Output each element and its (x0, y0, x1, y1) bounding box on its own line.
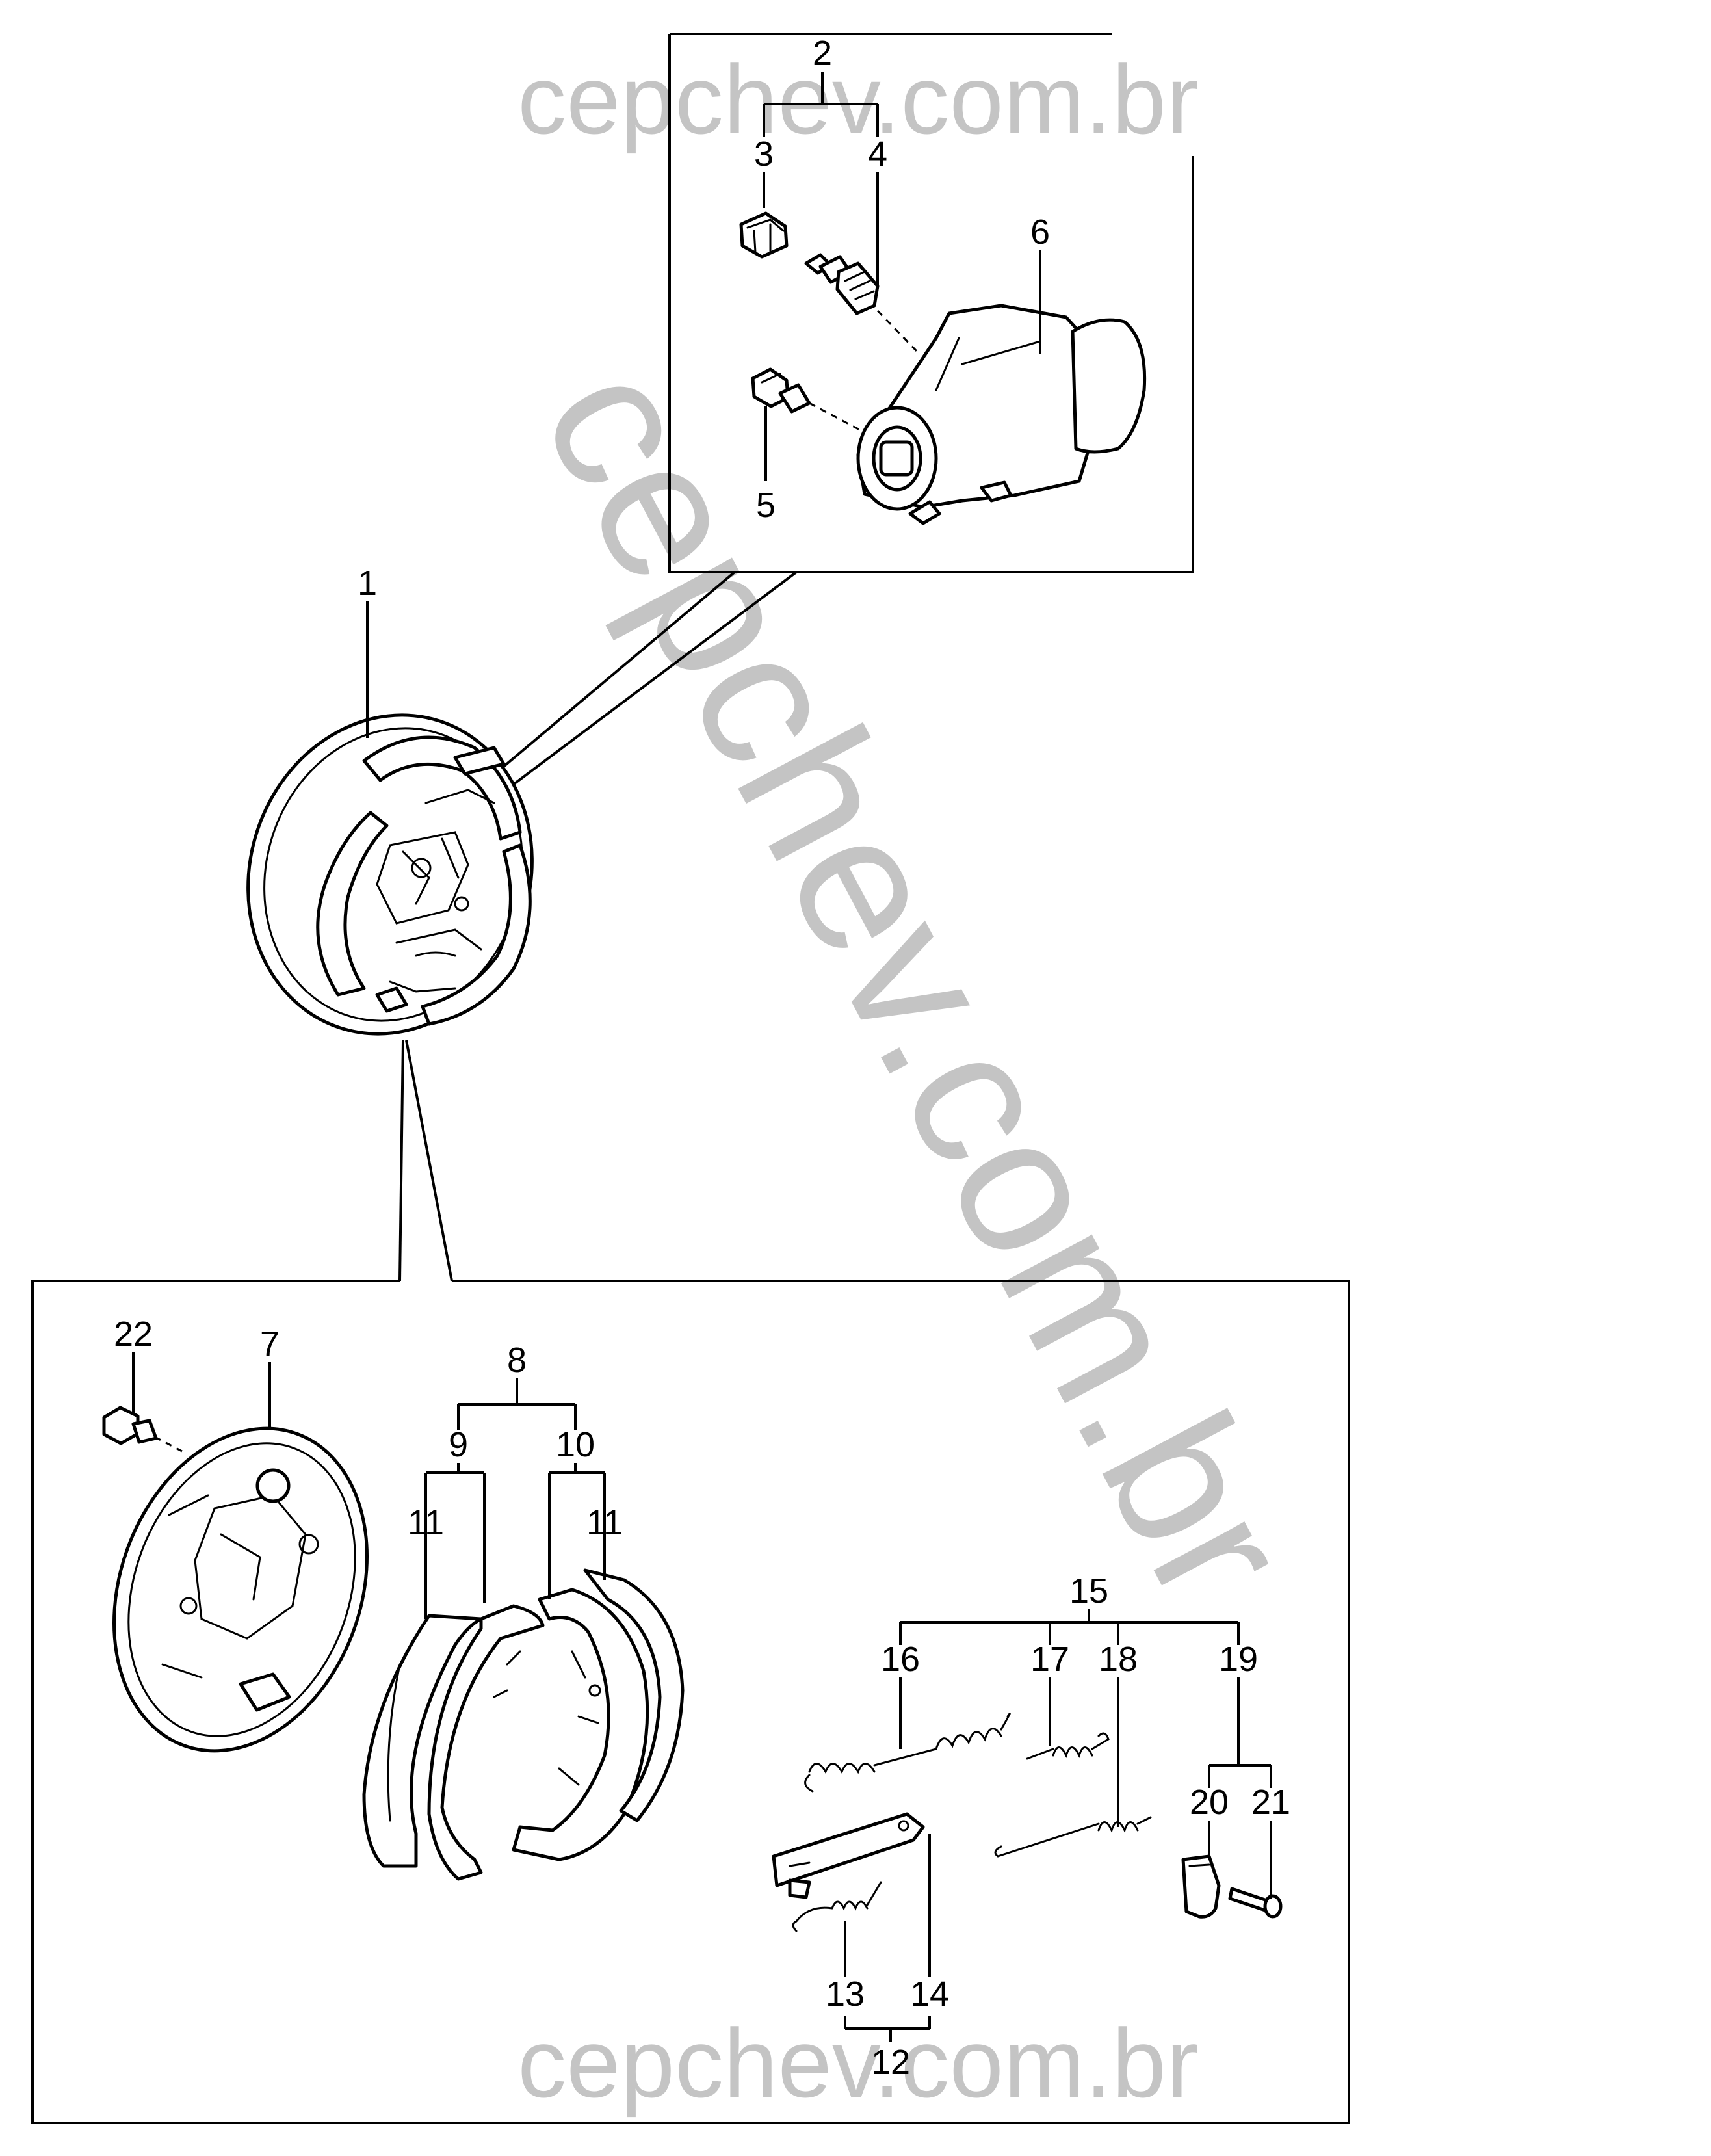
brake-assembly (246, 713, 534, 1036)
callout-leaders (132, 72, 1272, 2042)
callout-22: 22 (114, 1315, 153, 1354)
callout-17: 17 (1030, 1640, 1069, 1679)
callout-3: 3 (754, 135, 774, 174)
callout-20: 20 (1190, 1783, 1229, 1822)
leader-line (398, 1040, 404, 1282)
hold-down-pin (1228, 1887, 1283, 1919)
adjuster-spring (994, 1816, 1152, 1858)
callout-5: 5 (756, 486, 776, 525)
callout-15: 15 (1069, 1571, 1108, 1610)
bleeder-screw (804, 253, 918, 352)
callout-11-right: 11 (586, 1503, 623, 1542)
callout-10: 10 (556, 1425, 595, 1464)
callout-12: 12 (871, 2043, 910, 2082)
wheel-cylinder (856, 304, 1147, 525)
parking-lever (772, 1812, 925, 1899)
callout-19: 19 (1219, 1640, 1258, 1679)
callout-11-left: 11 (408, 1503, 444, 1542)
callout-2: 2 (813, 34, 832, 73)
return-spring-long (804, 1713, 1011, 1793)
lever-spring (792, 1881, 882, 1932)
callout-14: 14 (910, 1975, 949, 2014)
brake-shoe-trailing (512, 1568, 685, 1861)
wheel-cylinder-detail-box (467, 33, 1194, 808)
callout-9: 9 (449, 1425, 468, 1464)
return-spring-short (1026, 1732, 1110, 1760)
backing-plate (112, 1426, 369, 1753)
callout-16: 16 (881, 1640, 920, 1679)
bleeder-cap (739, 211, 789, 259)
hold-down-clip (1181, 1854, 1221, 1919)
callout-4: 4 (868, 135, 887, 174)
callout-1: 1 (358, 564, 377, 603)
callout-13: 13 (826, 1975, 865, 2014)
inlet-bolt (751, 367, 865, 434)
backing-plate-bolt (102, 1406, 183, 1453)
callout-7: 7 (260, 1324, 280, 1363)
leader-line (405, 1040, 453, 1282)
watermark-bottom: cepchev.com.br (517, 2008, 1199, 2118)
callout-18: 18 (1099, 1640, 1138, 1679)
brake-shoe-leading (362, 1604, 545, 1881)
components-detail-box (31, 1280, 1350, 2124)
callout-8: 8 (507, 1341, 527, 1380)
callout-6: 6 (1030, 213, 1050, 252)
watermark-top: cepchev.com.br (517, 45, 1199, 154)
watermark-diagonal: cepchev.com.br (501, 330, 1334, 1636)
callout-21: 21 (1251, 1783, 1290, 1822)
